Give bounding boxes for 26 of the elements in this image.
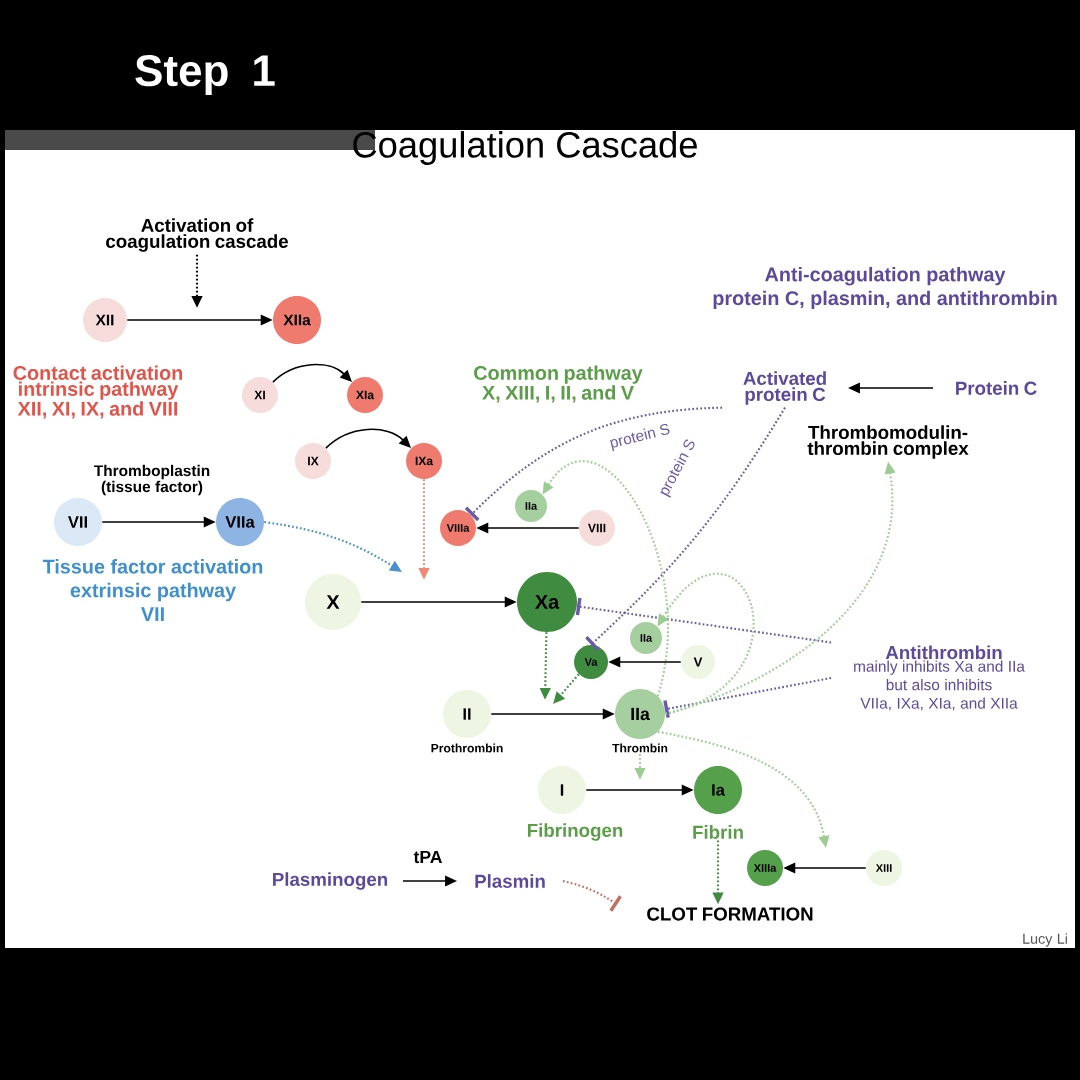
arrow	[657, 572, 755, 715]
node-caption: Fibrin	[693, 825, 743, 839]
node-label: Activation of coagulation cascade	[106, 218, 288, 252]
node-label: CLOT FORMATION	[647, 907, 813, 921]
inhibition-line	[663, 676, 832, 718]
title: Coagulation Cascade	[353, 131, 697, 165]
pathway-label: Anti-coagulation pathway protein C, plasmin, and antithrombin	[713, 266, 1057, 310]
node-caption: Thrombin	[612, 743, 668, 753]
node-label: Plasminogen	[273, 872, 388, 890]
cofactor-label: Thromboplastin (tissue factor)	[94, 464, 210, 496]
node-label: Plasmin	[475, 874, 545, 888]
edge-label: protein S	[606, 420, 674, 454]
inhibition-line	[562, 879, 622, 912]
node-label: Protein C	[956, 381, 1037, 395]
node-caption: Fibrinogen	[527, 823, 623, 841]
pathway-label: Contact activation intrinsic pathway XII, XI, IX, and VIII	[13, 365, 183, 419]
node-label: Activated protein C	[743, 371, 826, 405]
pathway-label: Tissue factor activation extrinsic pathway VII	[42, 559, 263, 621]
arrow	[553, 673, 580, 704]
inhibition-line	[575, 597, 832, 644]
credit-text: Lucy Li	[1023, 933, 1067, 947]
pathway-label: Common pathway X, XIII, I, II, and V	[474, 365, 643, 403]
node-caption: Prothrombin	[431, 743, 503, 753]
inhibitor-note: Antithrombin mainly inhibits Xa and IIa but also inhibits VIIa, IXa, XIa, and XIIa	[854, 645, 1025, 711]
node-label: Thrombomodulin- thrombin complex	[807, 425, 969, 459]
arrow	[542, 460, 669, 697]
